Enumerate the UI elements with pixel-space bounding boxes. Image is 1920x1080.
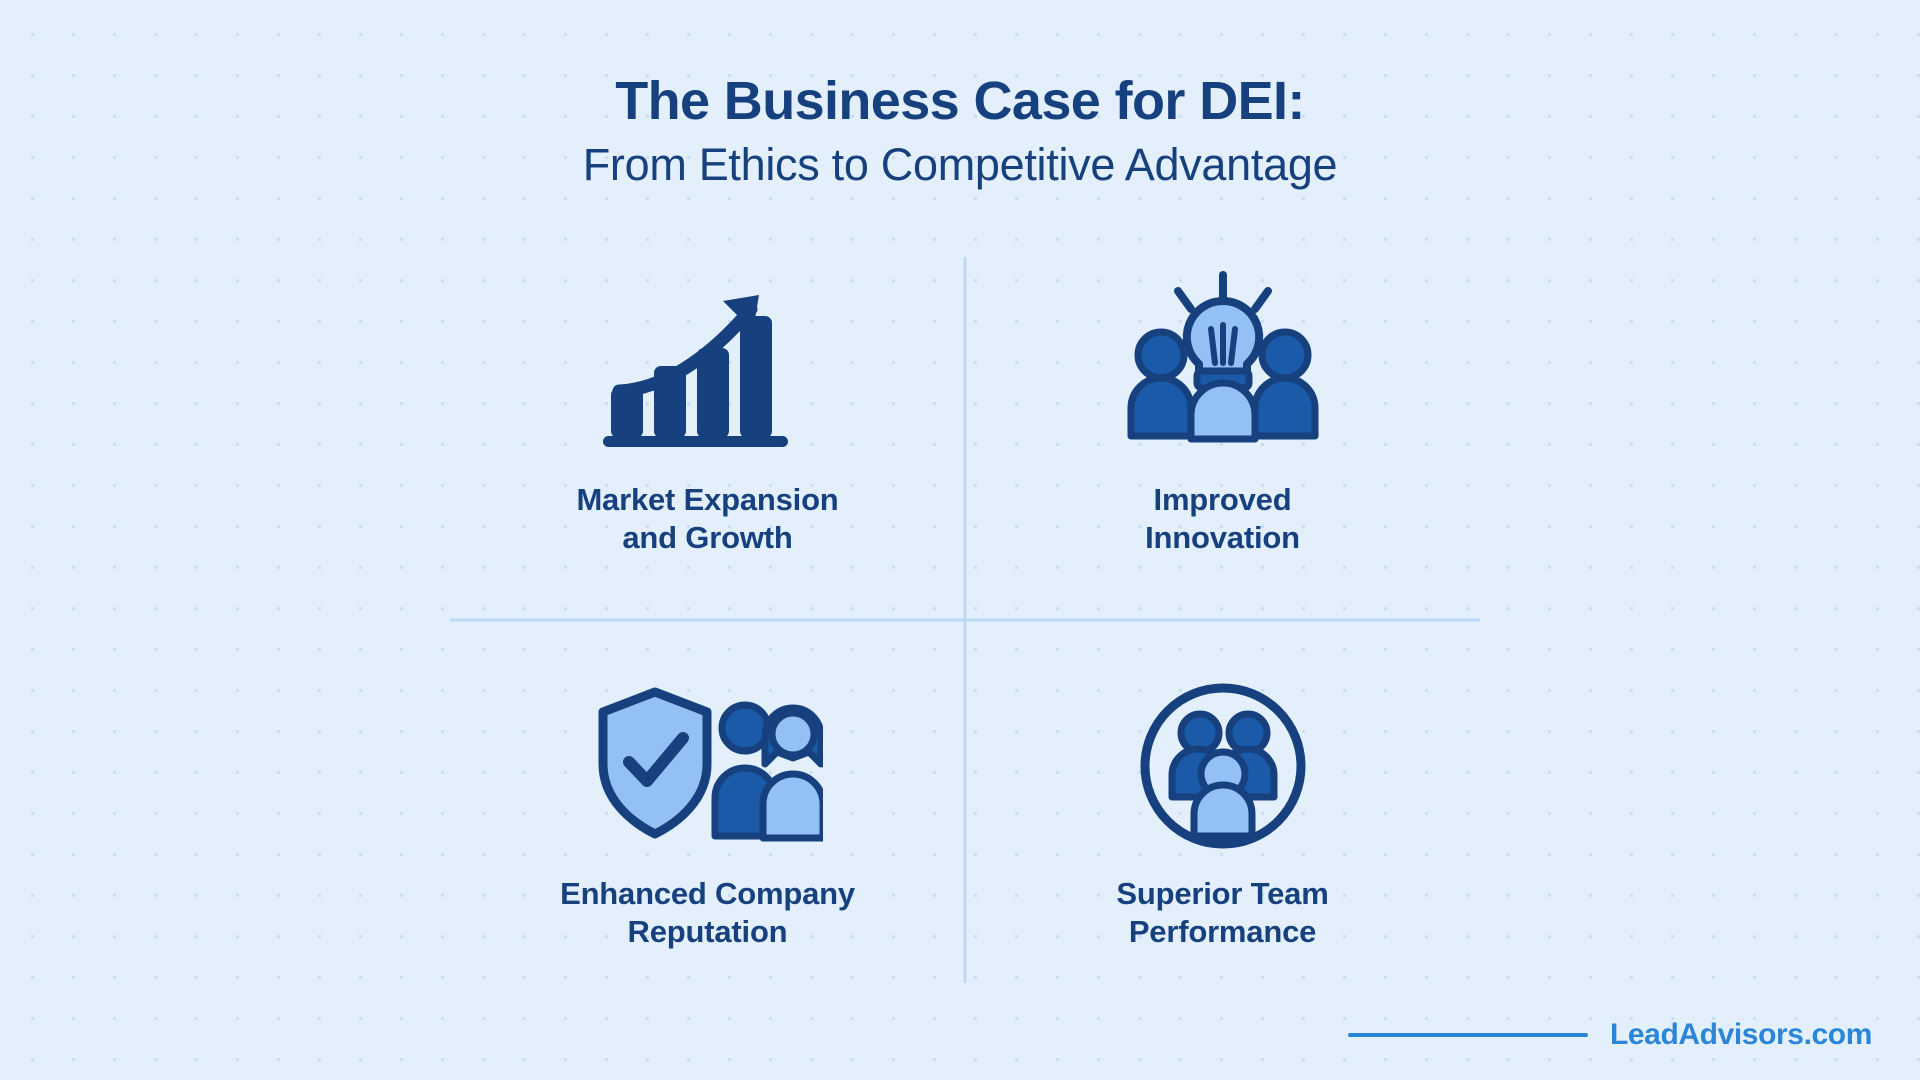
bar-chart-growth-arrow-icon <box>588 263 828 463</box>
quadrant-label: Improved Innovation <box>1145 481 1300 558</box>
quadrant-grid: Market Expansion and Growth <box>450 245 1480 995</box>
quadrant-label: Enhanced Company Reputation <box>560 875 855 952</box>
shield-check-people-icon <box>588 678 828 853</box>
quadrant-label-line2: and Growth <box>622 520 793 556</box>
quadrant-label: Market Expansion and Growth <box>576 481 838 558</box>
horizontal-divider <box>450 618 1480 622</box>
quadrant-market-expansion[interactable]: Market Expansion and Growth <box>450 245 965 620</box>
page-title: The Business Case for DEI: <box>615 71 1305 131</box>
quadrant-improved-innovation[interactable]: Improved Innovation <box>965 245 1480 620</box>
quadrant-label-line2: Reputation <box>627 914 788 950</box>
quadrant-label-line1: Improved <box>1153 482 1292 517</box>
quadrant-enhanced-reputation[interactable]: Enhanced Company Reputation <box>450 620 965 995</box>
page-subtitle: From Ethics to Competitive Advantage <box>582 139 1338 191</box>
quadrant-label-line2: Performance <box>1128 914 1317 950</box>
quadrant-label: Superior Team Performance <box>1116 875 1328 952</box>
brand-logo[interactable]: LeadAdvisors.com <box>1609 1018 1872 1051</box>
header: The Business Case for DEI: From Ethics t… <box>0 72 1920 191</box>
quadrant-label-line1: Market Expansion <box>576 482 839 517</box>
team-circle-people-icon <box>1103 678 1343 853</box>
quadrant-label-line2: Innovation <box>1145 520 1300 556</box>
footer: LeadAdvisors.com <box>1347 1018 1872 1052</box>
footer-rule <box>1347 1033 1588 1037</box>
quadrant-label-line1: Enhanced Company <box>560 876 855 911</box>
quadrant-superior-team[interactable]: Superior Team Performance <box>965 620 1480 995</box>
quadrant-label-line1: Superior Team <box>1116 876 1329 911</box>
lightbulb-team-innovation-icon <box>1103 263 1343 463</box>
